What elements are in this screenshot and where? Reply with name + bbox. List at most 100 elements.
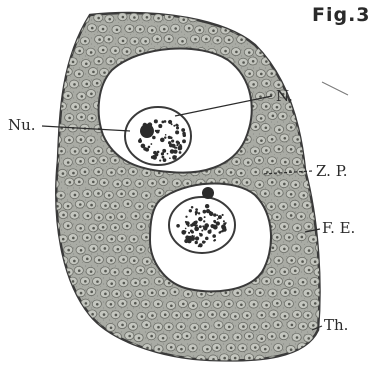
- granulosa-cell-nucleus: [139, 28, 142, 31]
- granulosa-cell-nucleus: [318, 116, 321, 119]
- granulosa-cell: [296, 15, 305, 23]
- granulosa-cell-nucleus: [84, 280, 87, 283]
- granulosa-cell: [50, 355, 59, 363]
- granulosa-cell-nucleus: [55, 291, 58, 294]
- chromatin-speck: [188, 232, 190, 234]
- chromatin-speck: [194, 226, 199, 231]
- granulosa-cell-nucleus: [60, 150, 63, 153]
- granulosa-cell-nucleus: [266, 171, 269, 174]
- granulosa-cell-nucleus: [85, 324, 88, 327]
- chromatin-speck: [216, 221, 220, 225]
- granulosa-cell-nucleus: [128, 358, 131, 361]
- granulosa-cell-nucleus: [151, 357, 154, 360]
- granulosa-cell-nucleus: [277, 280, 280, 283]
- granulosa-cell-nucleus: [102, 49, 105, 52]
- granulosa-cell: [69, 299, 78, 307]
- granulosa-cell-nucleus: [73, 260, 76, 263]
- granulosa-cell-nucleus: [296, 138, 299, 141]
- granulosa-cell-nucleus: [294, 29, 297, 32]
- granulosa-cell-nucleus: [78, 314, 81, 317]
- granulosa-cell-nucleus: [67, 249, 70, 252]
- granulosa-cell-nucleus: [236, 336, 239, 339]
- granulosa-cell-nucleus: [301, 236, 304, 239]
- granulosa-cell: [50, 180, 59, 188]
- granulosa-cell-nucleus: [284, 291, 287, 294]
- chromatin-speck: [213, 220, 216, 223]
- granulosa-cell-nucleus: [302, 104, 305, 107]
- granulosa-cell-nucleus: [98, 216, 101, 219]
- granulosa-cell-nucleus: [270, 270, 273, 273]
- granulosa-cell-nucleus: [90, 139, 93, 142]
- granulosa-cell: [46, 321, 55, 329]
- label-nucleolus: Nu.: [8, 118, 36, 133]
- granulosa-cell-nucleus: [79, 160, 82, 163]
- granulosa-cell: [311, 345, 320, 353]
- granulosa-cell: [87, 332, 96, 340]
- granulosa-cell-nucleus: [177, 335, 180, 338]
- granulosa-cell-nucleus: [258, 183, 261, 186]
- granulosa-cell-nucleus: [97, 192, 100, 195]
- granulosa-cell: [285, 14, 294, 22]
- granulosa-cell-nucleus: [265, 280, 268, 283]
- granulosa-cell-nucleus: [120, 346, 123, 349]
- granulosa-cell-nucleus: [102, 28, 105, 31]
- granulosa-cell-nucleus: [242, 347, 245, 350]
- granulosa-cell-nucleus: [55, 51, 58, 54]
- granulosa-cell-nucleus: [151, 182, 154, 185]
- granulosa-cell-nucleus: [62, 172, 65, 175]
- granulosa-cell-nucleus: [128, 27, 131, 30]
- chromatin-speck: [171, 144, 175, 148]
- granulosa-cell-nucleus: [264, 348, 267, 351]
- granulosa-cell-nucleus: [110, 348, 113, 351]
- granulosa-cell: [273, 58, 282, 66]
- granulosa-cell: [311, 103, 320, 111]
- granulosa-cell-nucleus: [218, 170, 221, 173]
- chromatin-speck: [205, 237, 209, 241]
- granulosa-cell-nucleus: [306, 93, 309, 96]
- granulosa-cell-nucleus: [277, 83, 280, 86]
- granulosa-cell: [274, 35, 283, 43]
- granulosa-cell-nucleus: [168, 38, 171, 41]
- granulosa-cell-nucleus: [110, 326, 113, 329]
- granulosa-cell-nucleus: [319, 247, 322, 250]
- granulosa-cell: [87, 356, 96, 364]
- granulosa-cell-nucleus: [62, 62, 65, 65]
- granulosa-cell-nucleus: [151, 314, 154, 317]
- granulosa-cell-nucleus: [230, 347, 233, 350]
- granulosa-cell-nucleus: [308, 269, 311, 272]
- granulosa-cell: [203, 13, 212, 21]
- granulosa-cell-nucleus: [240, 304, 243, 307]
- granulosa-cell-nucleus: [200, 293, 203, 296]
- granulosa-cell-nucleus: [283, 335, 286, 338]
- granulosa-cell-nucleus: [181, 40, 184, 43]
- chromatin-speck: [176, 224, 180, 228]
- granulosa-cell-nucleus: [91, 27, 94, 30]
- chromatin-speck: [173, 150, 177, 154]
- granulosa-cell-nucleus: [97, 150, 100, 153]
- granulosa-cell-nucleus: [258, 159, 261, 162]
- granulosa-cell-nucleus: [110, 171, 113, 174]
- granulosa-cell-nucleus: [84, 40, 87, 43]
- granulosa-cell-nucleus: [78, 269, 81, 272]
- granulosa-cell-nucleus: [301, 260, 304, 263]
- granulosa-cell-nucleus: [126, 50, 129, 53]
- granulosa-cell-nucleus: [146, 16, 149, 19]
- granulosa-cell-nucleus: [276, 236, 279, 239]
- granulosa-cell-nucleus: [302, 304, 305, 307]
- granulosa-cell: [321, 277, 330, 285]
- granulosa-cell: [57, 301, 66, 309]
- granulosa-cell-nucleus: [55, 71, 58, 74]
- granulosa-cell-nucleus: [291, 324, 294, 327]
- granulosa-cell-nucleus: [224, 29, 227, 32]
- chromatin-speck: [195, 241, 198, 244]
- chromatin-speck: [152, 136, 156, 140]
- chromatin-speck: [155, 130, 157, 132]
- granulosa-cell-nucleus: [318, 94, 321, 97]
- granulosa-cell-nucleus: [300, 62, 303, 65]
- granulosa-cell-nucleus: [55, 116, 58, 119]
- granulosa-cell: [75, 333, 84, 341]
- granulosa-cell-nucleus: [90, 93, 93, 96]
- granulosa-cell-nucleus: [103, 313, 106, 316]
- granulosa-cell: [309, 79, 318, 87]
